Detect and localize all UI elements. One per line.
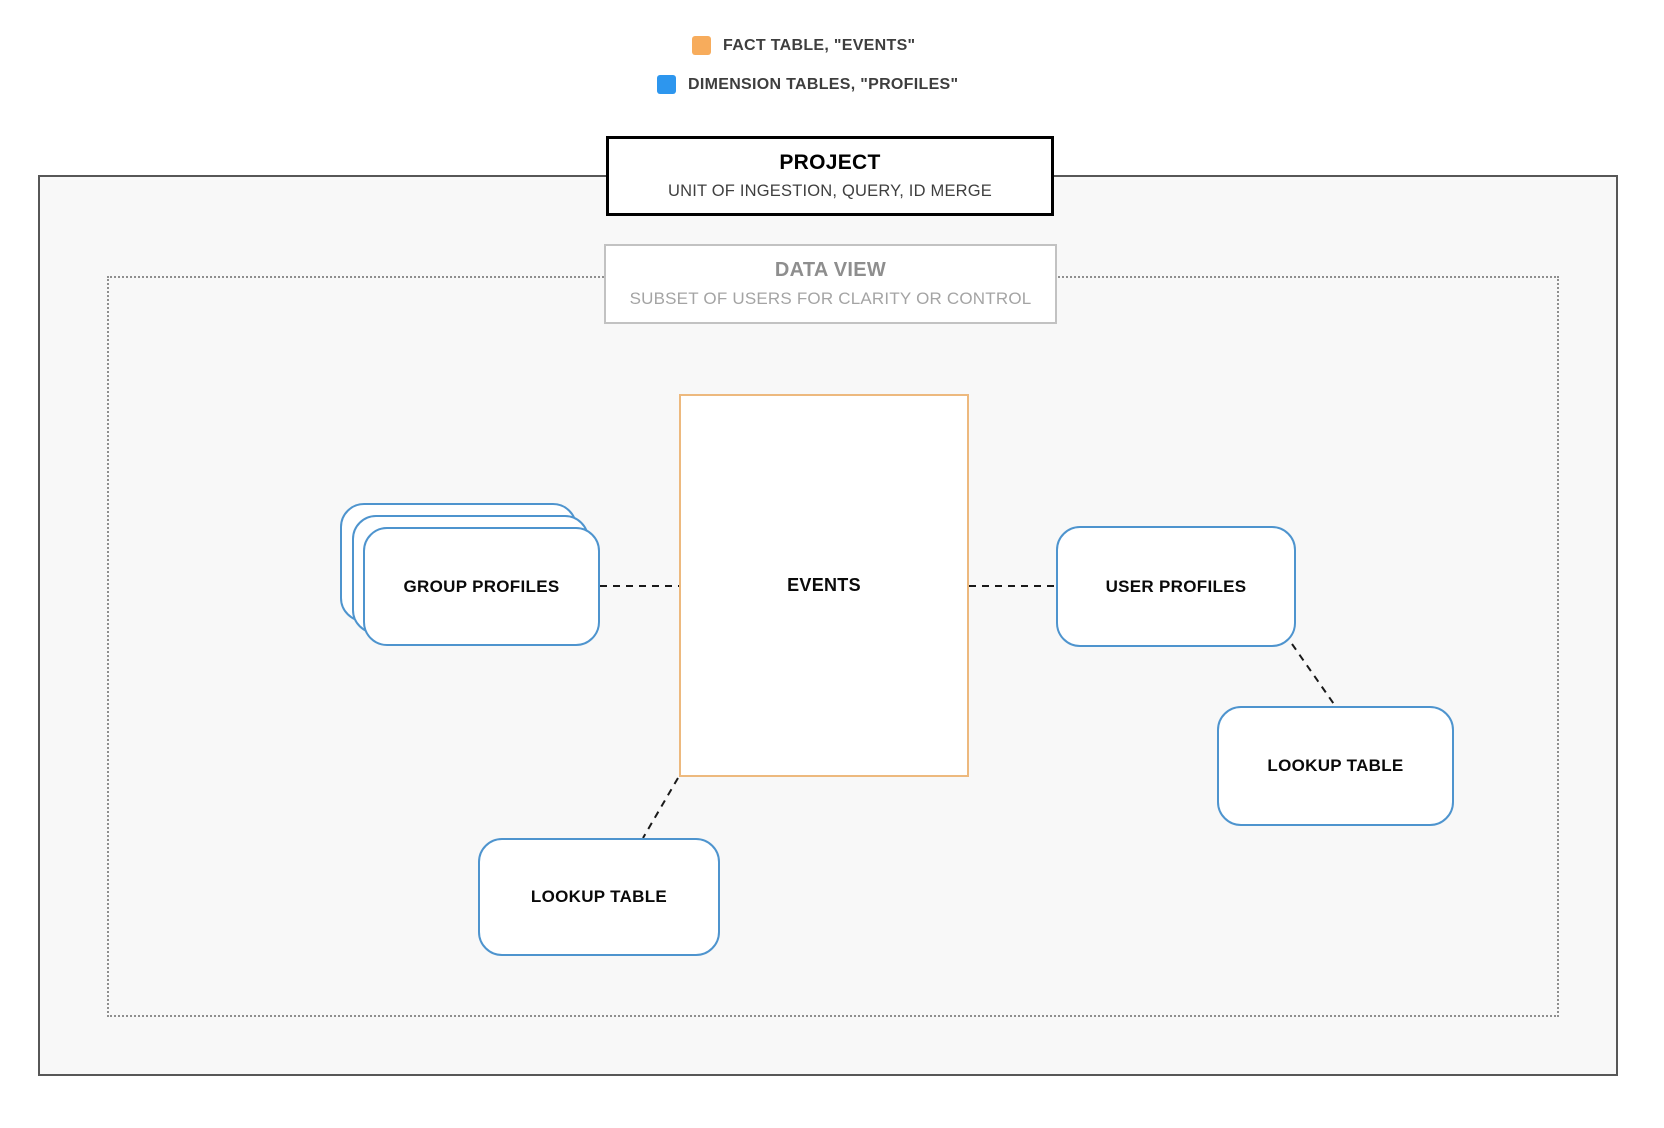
legend-item-dimension: DIMENSION TABLES, "PROFILES" bbox=[657, 75, 958, 94]
fact-legend-label: FACT TABLE, "EVENTS" bbox=[723, 36, 916, 54]
legend-item-fact: FACT TABLE, "EVENTS" bbox=[692, 36, 915, 55]
data-view-title: DATA VIEW bbox=[774, 259, 887, 281]
lookup-table-right-label: LOOKUP TABLE bbox=[1267, 756, 1404, 775]
node-group-profiles: GROUP PROFILES bbox=[363, 527, 600, 646]
events-label: EVENTS bbox=[787, 575, 861, 595]
user-profiles-label: USER PROFILES bbox=[1105, 576, 1247, 596]
dimension-legend-swatch bbox=[657, 75, 676, 94]
node-lookup-table-bottom: LOOKUP TABLE bbox=[478, 838, 720, 956]
data-view-header: DATA VIEW SUBSET OF USERS FOR CLARITY OR… bbox=[604, 244, 1057, 324]
dimension-legend-label: DIMENSION TABLES, "PROFILES" bbox=[688, 75, 959, 93]
data-view-subtitle: SUBSET OF USERS FOR CLARITY OR CONTROL bbox=[629, 289, 1032, 308]
node-lookup-table-right: LOOKUP TABLE bbox=[1217, 706, 1454, 826]
lookup-table-bottom-label: LOOKUP TABLE bbox=[530, 887, 668, 906]
fact-legend-swatch bbox=[692, 36, 711, 55]
project-title: PROJECT bbox=[779, 151, 881, 174]
node-user-profiles: USER PROFILES bbox=[1056, 526, 1296, 647]
group-profiles-label: GROUP PROFILES bbox=[403, 576, 560, 596]
project-header: PROJECT UNIT OF INGESTION, QUERY, ID MER… bbox=[606, 136, 1054, 216]
project-subtitle: UNIT OF INGESTION, QUERY, ID MERGE bbox=[667, 182, 992, 200]
node-events: EVENTS bbox=[679, 394, 969, 777]
